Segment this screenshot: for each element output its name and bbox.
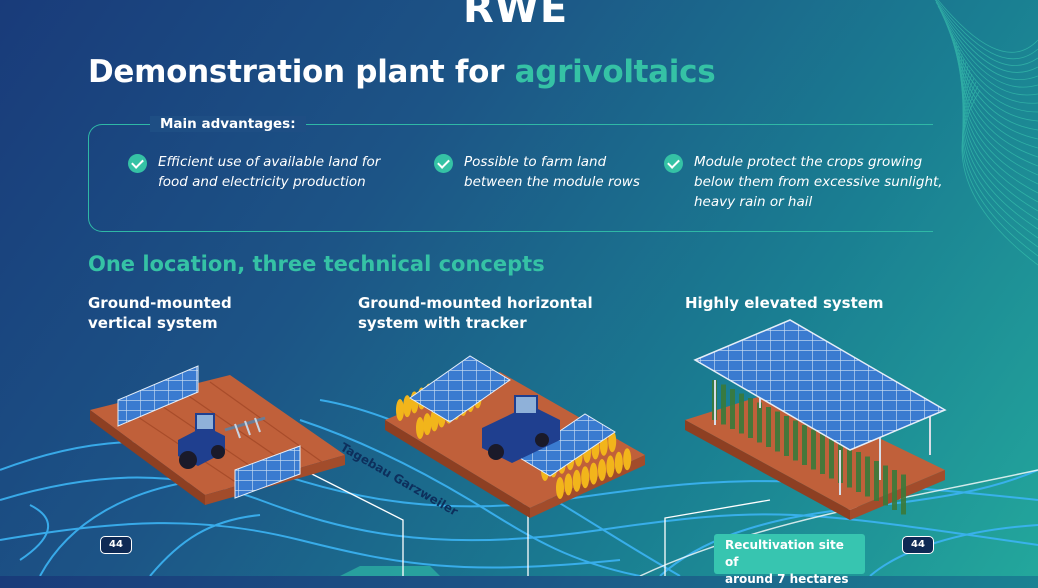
advantage-line: Efficient use of available land for (158, 154, 381, 170)
advantage-text: Possible to farm land between the module… (464, 152, 640, 192)
page-title: Demonstration plant for agrivoltaics (88, 54, 716, 90)
title-accent: agrivoltaics (514, 54, 716, 90)
advantage-line: heavy rain or hail (694, 194, 813, 210)
advantage-item: Possible to farm land between the module… (434, 152, 640, 192)
advantage-line: Possible to farm land (464, 154, 607, 170)
concept-line: Ground-mounted (88, 294, 232, 312)
background-illustration (0, 0, 1038, 576)
leader-lines (299, 467, 771, 576)
curved-highway (639, 469, 1038, 576)
elevated-system-illustration (685, 319, 947, 520)
concept-line: Ground-mounted horizontal (358, 294, 593, 312)
harvester-icon (482, 395, 560, 463)
fan-lines-decoration (934, 0, 1038, 266)
advantages-box (88, 124, 933, 232)
highway-shield: 44 (902, 536, 934, 554)
callout-line: Recultivation site of (725, 538, 844, 569)
advantage-line: food and electricity production (158, 174, 366, 190)
section-subtitle: One location, three technical concepts (88, 252, 545, 276)
check-icon (664, 154, 683, 173)
vertical-system-illustration (90, 365, 345, 505)
advantage-line: below them from excessive sunlight, (694, 174, 943, 190)
concept-line: vertical system (88, 314, 218, 332)
advantages-heading: Main advantages: (150, 116, 306, 132)
concept-title-elevated: Highly elevated system (685, 293, 884, 313)
callout-line: around 7 hectares (725, 572, 849, 586)
concept-line: system with tracker (358, 314, 527, 332)
title-main: Demonstration plant for (88, 54, 515, 90)
concept-title-tracker: Ground-mounted horizontal system with tr… (358, 293, 593, 333)
concept-line: Highly elevated system (685, 294, 884, 312)
recultivation-callout: Recultivation site of around 7 hectares (714, 534, 865, 586)
rwe-logo: RWE (463, 0, 569, 32)
advantage-item: Efficient use of available land for food… (128, 152, 380, 192)
advantage-item: Module protect the crops growing below t… (664, 152, 943, 212)
advantage-line: between the module rows (464, 174, 640, 190)
concept-title-vertical: Ground-mounted vertical system (88, 293, 232, 333)
check-icon (128, 154, 147, 173)
check-icon (434, 154, 453, 173)
advantage-text: Module protect the crops growing below t… (694, 152, 943, 212)
advantage-text: Efficient use of available land for food… (158, 152, 380, 192)
tracker-system-illustration (385, 355, 645, 518)
tractor-icon (178, 413, 266, 469)
highway-shield: 44 (100, 536, 132, 554)
advantage-line: Module protect the crops growing (694, 154, 923, 170)
